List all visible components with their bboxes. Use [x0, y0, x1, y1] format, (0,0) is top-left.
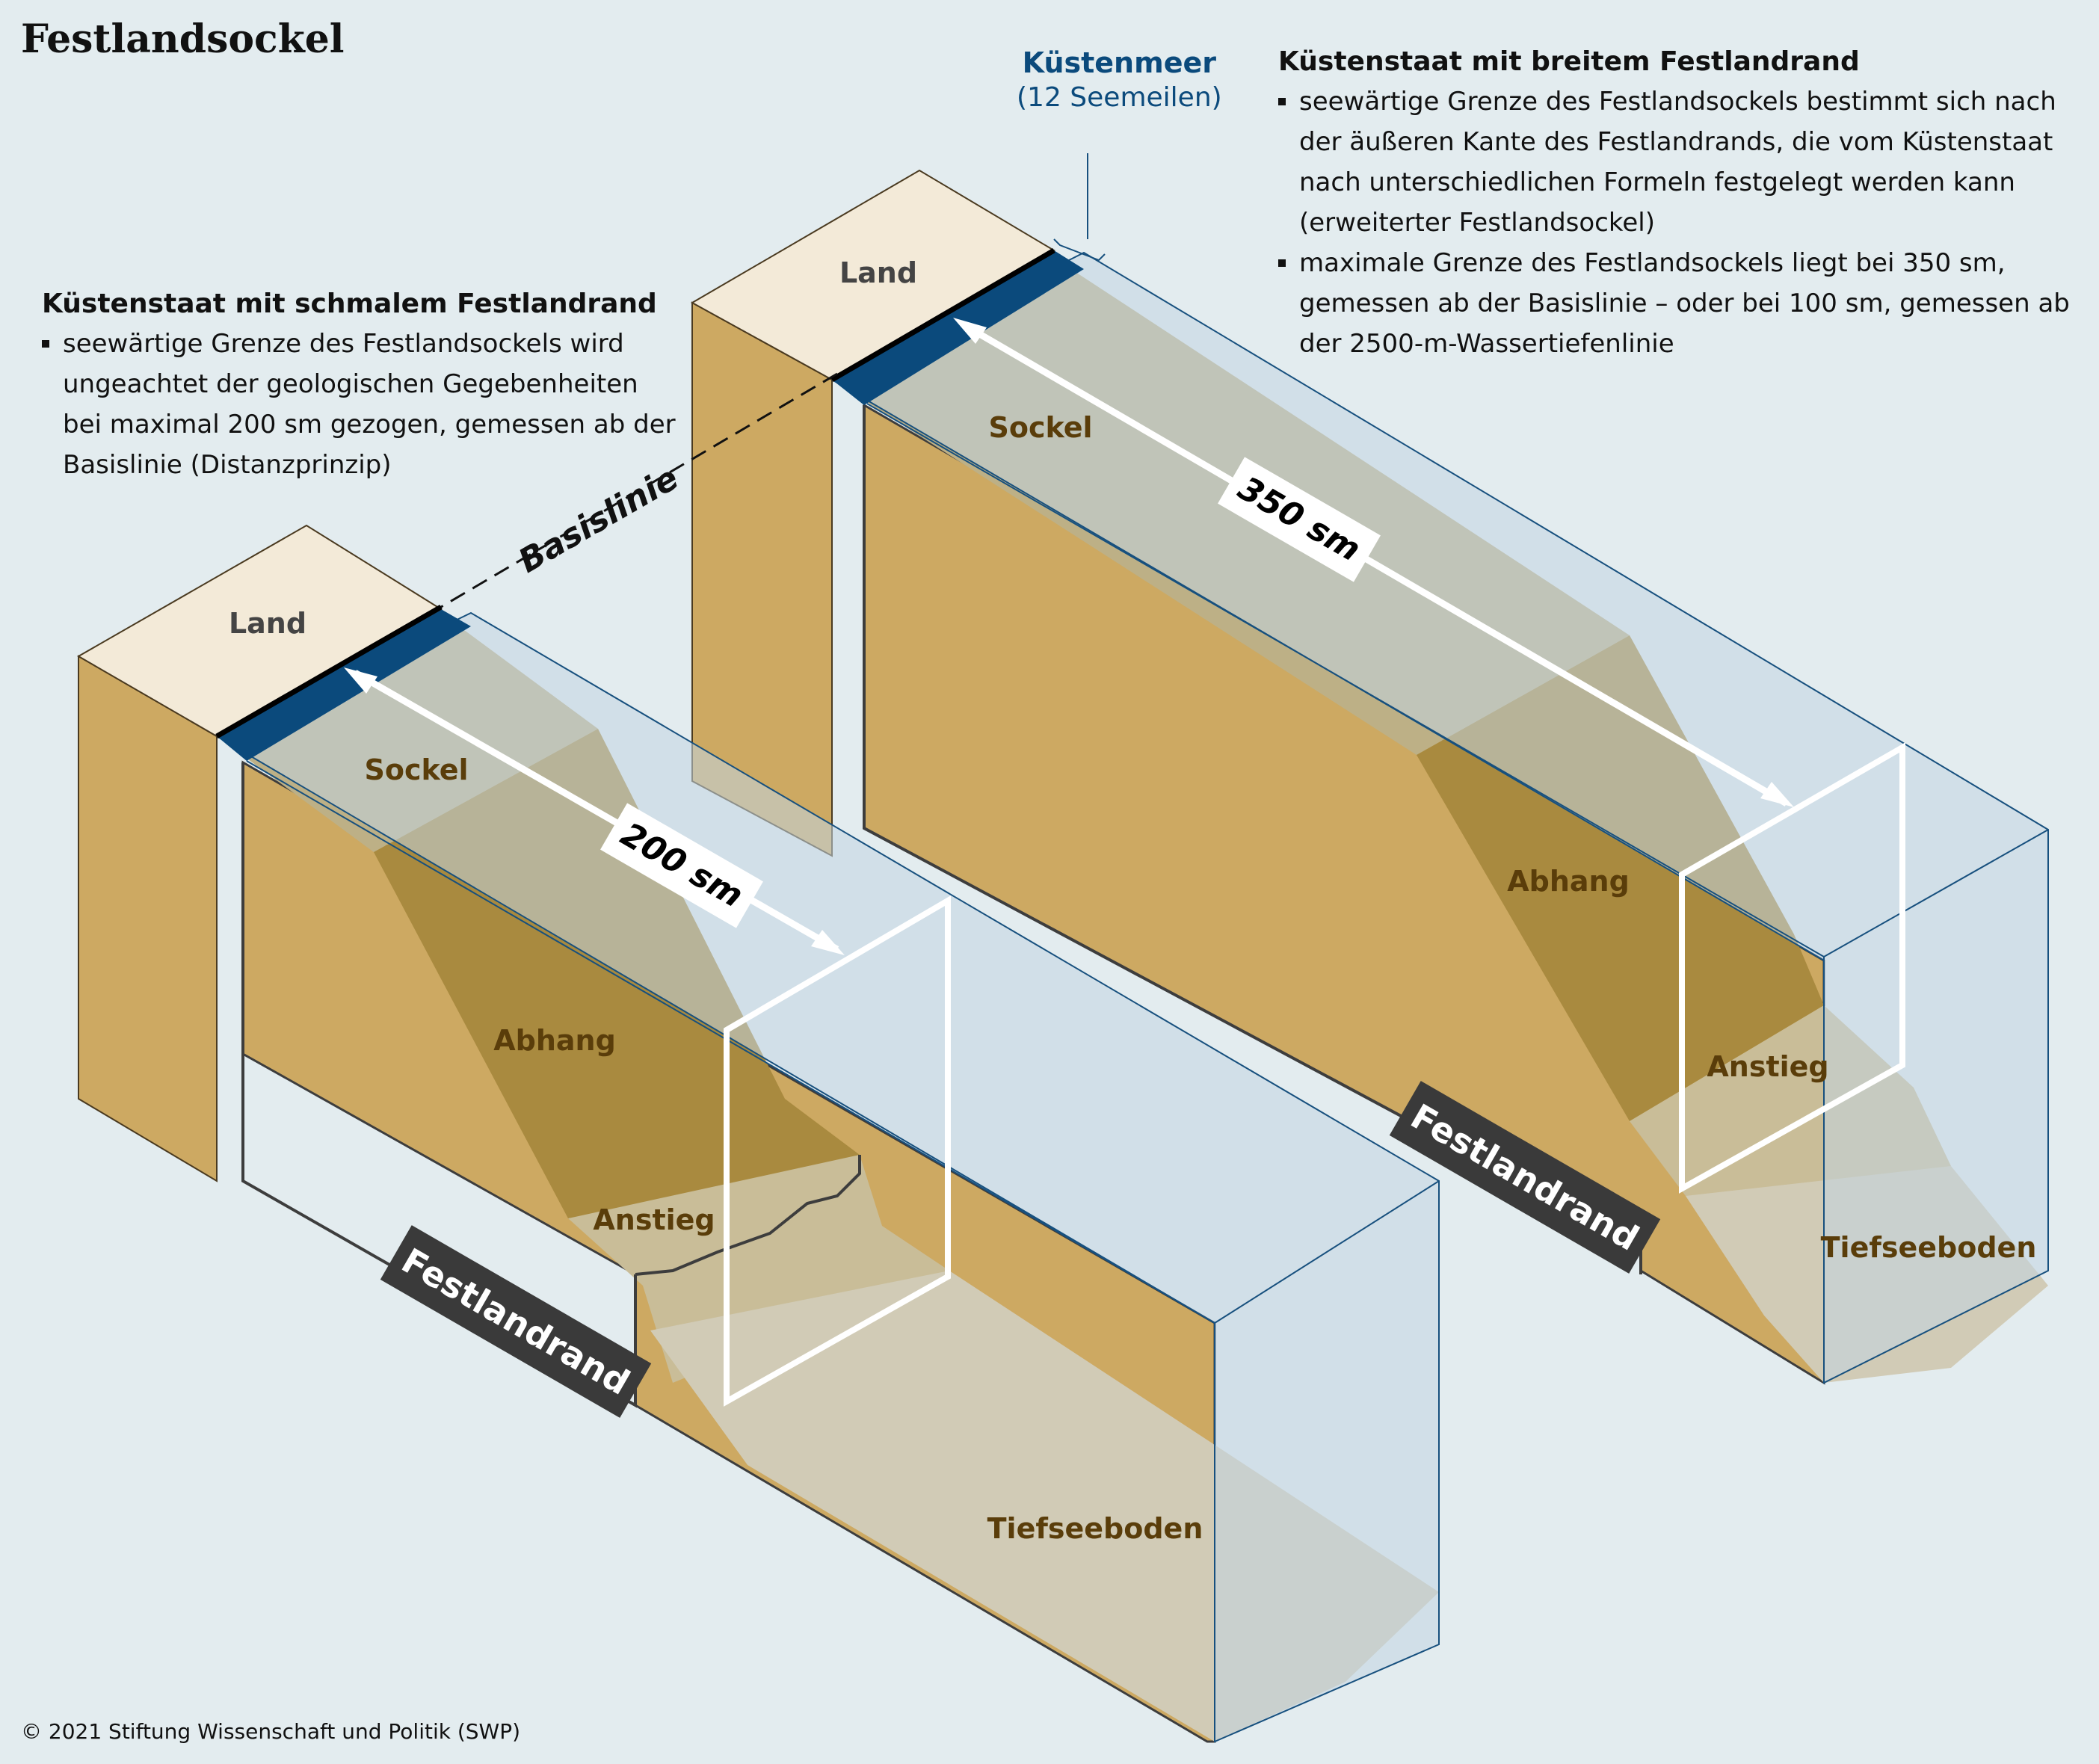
kuestenmeer-annotation: Küstenmeer (12 Seemeilen) — [1017, 46, 1222, 113]
kuestenmeer-label: Küstenmeer — [1022, 46, 1216, 79]
left-water-edge — [246, 760, 1215, 1324]
left-bullet: seewärtige Grenze des Festlandsockels wi… — [42, 324, 677, 485]
right-baseline — [830, 247, 1055, 383]
left-description: Küstenstaat mit schmalem Festlandrand se… — [42, 289, 677, 485]
kuestenmeer-sub: (12 Seemeilen) — [1017, 82, 1222, 113]
right-tiefsee-label: Tiefseeboden — [1821, 1231, 2037, 1264]
right-block: 350 sm Festlandrand Land Sockel Abhang A… — [690, 153, 2049, 1385]
left-anstieg-contour — [635, 1155, 861, 1276]
right-inner-outline — [863, 405, 1642, 1274]
right-anstieg-label: Anstieg — [1707, 1050, 1828, 1083]
right-description: Küstenstaat mit breitem Festlandrand see… — [1278, 46, 2086, 364]
right-heading: Küstenstaat mit breitem Festlandrand — [1278, 46, 1860, 77]
left-land-side — [78, 655, 218, 1182]
left-baseline — [215, 604, 443, 739]
copyright-notice: © 2021 Stiftung Wissenschaft und Politik… — [21, 1719, 521, 1744]
left-heading: Küstenstaat mit schmalem Festlandrand — [42, 289, 657, 319]
left-water-edge — [1214, 1180, 1440, 1324]
right-land-label: Land — [839, 256, 917, 289]
left-rise — [568, 1155, 949, 1383]
right-limit-frame — [1679, 742, 1905, 1194]
left-arrow-head-end — [811, 930, 845, 955]
right-water-edge — [1823, 829, 2049, 957]
left-tiefsee-label: Tiefseeboden — [987, 1512, 1203, 1545]
left-festlandrand-label: Festlandrand — [395, 1240, 636, 1403]
right-abhang-label: Abhang — [1507, 865, 1630, 898]
basislinie-line — [437, 372, 838, 611]
right-bullet: maximale Grenze des Festlandsockels lieg… — [1278, 243, 2086, 364]
right-bullet: seewärtige Grenze des Festlandsockels be… — [1278, 81, 2086, 243]
left-arrow-head-start — [344, 667, 377, 694]
left-anstieg-label: Anstieg — [593, 1203, 715, 1236]
left-distance-arrow — [353, 670, 839, 952]
kuestenmeer-bracket — [1053, 238, 1106, 262]
right-arrow-head-start — [953, 318, 987, 344]
page-title: Festlandsockel — [21, 16, 345, 62]
right-arrow-head-end — [1760, 782, 1794, 807]
left-kuestenmeer-strip — [217, 609, 471, 761]
left-block: 200 sm Festlandrand Land Sockel Abhang A… — [76, 524, 1440, 1743]
left-limit-frame — [724, 895, 951, 1407]
right-kuestenmeer-strip — [832, 250, 1084, 405]
right-sockel-label: Sockel — [988, 411, 1092, 444]
left-land-label: Land — [229, 607, 306, 640]
left-sockel-label: Sockel — [364, 753, 468, 786]
right-distance-arrow — [962, 322, 1789, 807]
left-abhang-label: Abhang — [493, 1024, 616, 1057]
right-water-edge — [866, 403, 1825, 957]
